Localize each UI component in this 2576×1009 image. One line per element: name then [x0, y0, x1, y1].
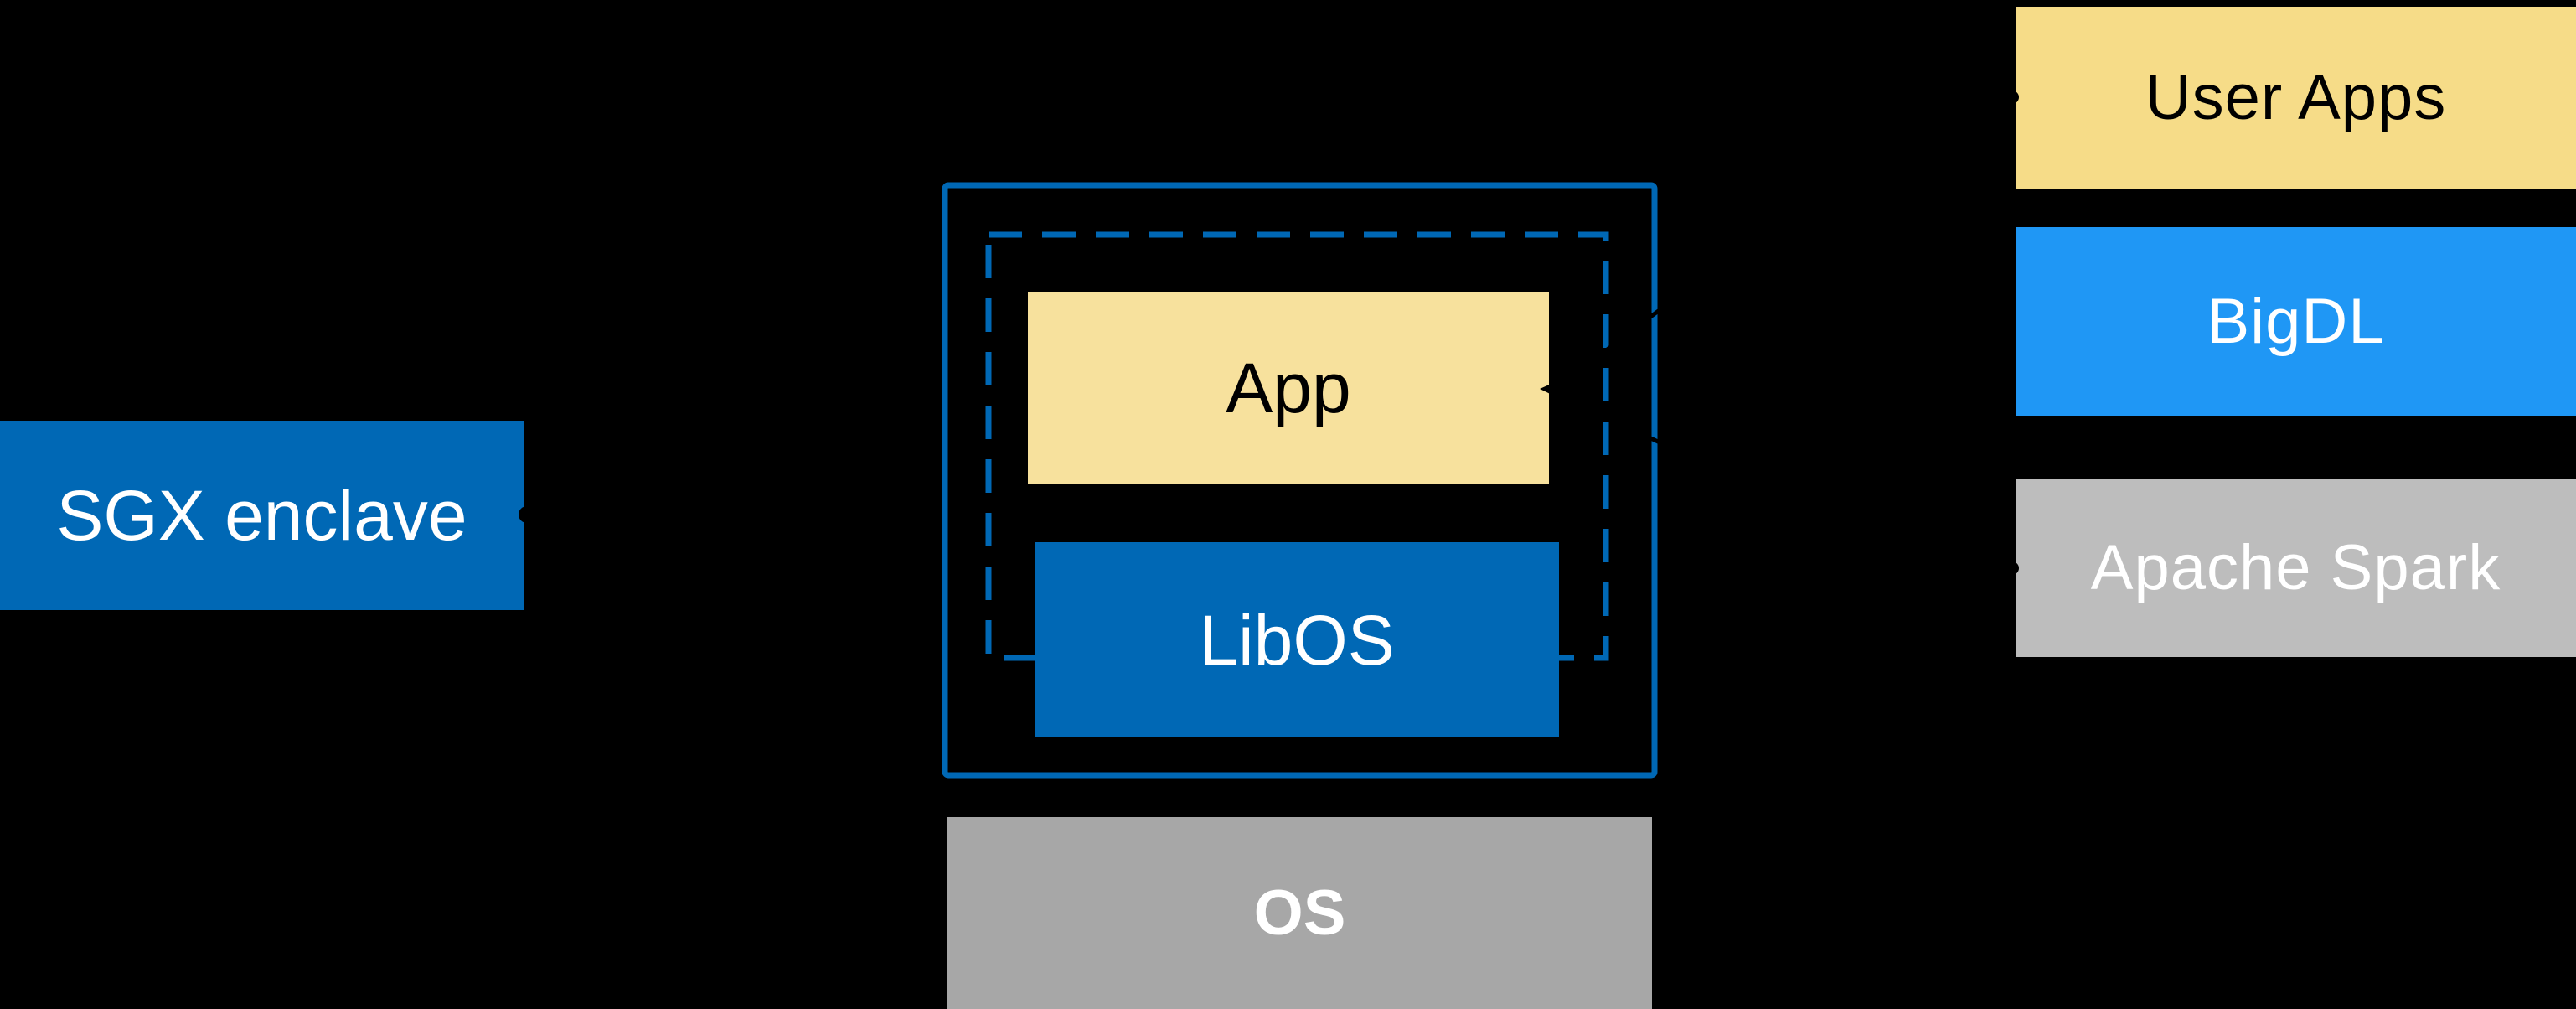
libos-box: LibOS — [1035, 542, 1559, 737]
app-box: App — [1028, 292, 1549, 484]
stack-to-app-arrow — [1540, 91, 2019, 575]
sgx-connector-arrow — [519, 504, 942, 525]
bigdl-box: BigDL — [2016, 227, 2576, 416]
os-label: OS — [1253, 877, 1346, 949]
os-box: OS — [947, 817, 1652, 1009]
sgx-enclave-label: SGX enclave — [56, 476, 467, 555]
user-apps-label: User Apps — [2145, 61, 2447, 133]
connector-line-lower — [1560, 391, 2016, 571]
connector-line-upper — [1560, 95, 2017, 388]
libos-label: LibOS — [1199, 600, 1395, 680]
user-apps-box: User Apps — [2016, 7, 2576, 189]
apache-spark-label: Apache Spark — [2090, 531, 2501, 603]
bigdl-label: BigDL — [2207, 285, 2385, 357]
arrowhead-icon — [916, 504, 942, 525]
apache-spark-box: Apache Spark — [2016, 479, 2576, 657]
app-label: App — [1226, 348, 1351, 427]
sgx-enclave-box: SGX enclave — [0, 421, 524, 610]
